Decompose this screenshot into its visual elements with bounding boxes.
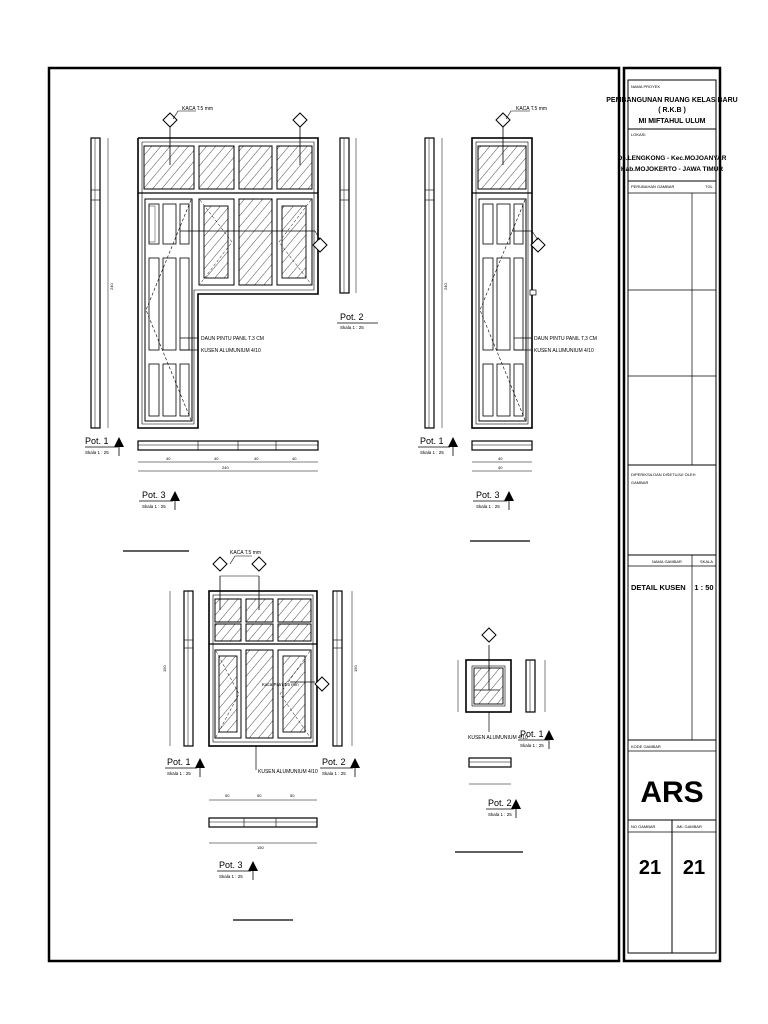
label-kusen-bv: KUSEN ALUMUNIUM 4/10 [468,735,528,741]
frame-elevation-p1: 240 KACA T. [90,106,357,472]
label-kusen-p1: KUSEN ALUMUNIUM 4/10 [201,348,261,354]
title-block: NAMA PROYEK PEMBANGUNAN RUANG KELAS BARU… [606,84,738,953]
frame-elevation-j1: 150 KACA T.5 mm Kaca Patri T.5 mm KUSEN … [162,550,358,850]
label-kaca-patri-j1: Kaca Patri T.5 mm [262,682,299,687]
code-label: KODE GAMBAR [631,744,661,749]
dim-seg-p2: 40 [498,456,503,461]
caption-pot1-p1: Pot. 1 [85,436,109,446]
caption-pot2-p1: Pot. 2 [340,312,364,322]
project-title-line-2: ( R.K.B ) [658,107,686,114]
caption-pot2-j1: Pot. 2 [322,757,346,767]
section-captions: Pot. 1 Skala 1 : 25 Pot. 2 Skala 1 : 25 … [85,312,554,921]
caption-scale-pot1-j1: Skala 1 : 25 [167,771,191,776]
drawing-code: ARS [640,776,703,809]
drawing-number: 21 [639,857,661,879]
caption-pot3-p2: Pot. 3 [476,490,500,500]
location-label: LOKASI [631,132,645,137]
caption-pot1-p2: Pot. 1 [420,436,444,446]
caption-pot1-j1: Pot. 1 [167,757,191,767]
caption-scale-pot2-bv: Skala 1 : 25 [488,812,512,817]
location-line-1: Ds.LENGKONG - Kec.MOJOANYAR [618,155,727,162]
dim-total-p2: 40 [498,465,503,470]
number-label: NO GAMBAR [631,824,656,829]
scale-label: SKALA [700,559,713,564]
frame-elevation-p2: 240 KACA T.5 mm DAUN PINTU PANIL T.3 CM … [424,106,597,472]
approval-sub-label: GAMBAR [631,480,648,485]
dim-seg-p1-a: 40 [166,456,171,461]
dim-seg-p1-b: 40 [214,456,219,461]
drawing-scale: 1 : 50 [694,583,713,592]
dim-total-p1: 240 [222,465,229,470]
project-title-line-3: MI MIFTAHUL ULUM [638,118,705,125]
dim-height-p1: 240 [109,283,114,290]
dim-height-j1-right: 150 [353,665,358,672]
project-title-line-1: PEMBANGUNAN RUANG KELAS BARU [606,97,737,104]
drawing-frame [47,66,621,963]
project-label: NAMA PROYEK [631,84,660,89]
caption-scale-pot1-p2: Skala 1 : 25 [420,450,444,455]
label-kusen-j1: KUSEN ALUMUNIUM 4/10 [258,769,318,775]
caption-scale-pot3-p1: Skala 1 : 25 [142,504,166,509]
dim-seg-j1-b: 50 [257,793,262,798]
revision-date-label: TGL [705,184,714,189]
label-daun-pintu-p1: DAUN PINTU PANIL T.3 CM [201,336,264,342]
approval-label: DIPERIKSA DAN DISETUJUI OLEH [631,472,696,477]
caption-scale-pot3-j1: Skala 1 : 25 [219,874,243,879]
total-label: JML GAMBAR [676,824,702,829]
caption-scale-pot2-p1: Skala 1 : 25 [340,325,364,330]
label-daun-pintu-p2: DAUN PINTU PANIL T.3 CM [534,336,597,342]
dim-seg-j1-c: 50 [290,793,295,798]
dim-height-j1-left: 150 [162,665,167,672]
label-kaca-p2: KACA T.5 mm [516,106,547,112]
label-kaca-j1: KACA T.5 mm [230,550,261,556]
frame-elevation-bv: KUSEN ALUMUNIUM 4/10 [457,627,546,785]
title-block-frame [622,66,722,963]
drawing-name: DETAIL KUSEN [631,583,686,592]
label-kaca-p1: KACA T.5 mm [182,106,213,112]
label-kusen-p2: KUSEN ALUMUNIUM 4/10 [534,348,594,354]
dim-seg-j1-a: 50 [225,793,230,798]
caption-scale-pot2-j1: Skala 1 : 25 [322,771,346,776]
dim-seg-p1-d: 40 [292,456,297,461]
caption-scale-pot1-p1: Skala 1 : 25 [85,450,109,455]
caption-pot3-j1: Pot. 3 [219,860,243,870]
location-line-2: Kab.MOJOKERTO - JAWA TIMUR [621,166,724,173]
dim-height-p2: 240 [443,283,448,290]
caption-scale-pot3-p2: Skala 1 : 25 [476,504,500,509]
caption-pot2-bv: Pot. 2 [488,798,512,808]
drawing-total: 21 [683,857,705,879]
revision-label: PERUBAHAN GAMBAR [631,184,674,189]
dim-seg-p1-c: 40 [254,456,259,461]
caption-pot1-bv: Pot. 1 [520,729,544,739]
caption-pot3-p1: Pot. 3 [142,490,166,500]
dim-total-j1: 150 [257,845,264,850]
drawing-name-label: NAMA GAMBAR [652,559,682,564]
caption-scale-pot1-bv: Skala 1 : 25 [520,743,544,748]
